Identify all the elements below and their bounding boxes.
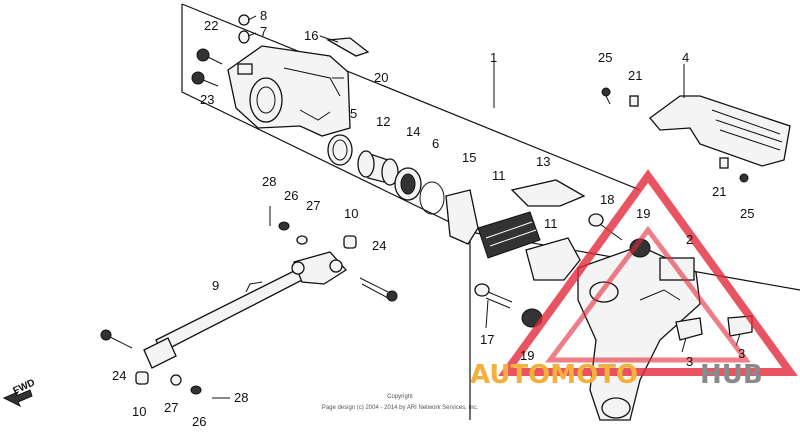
pad-spring-right <box>727 315 753 337</box>
callout-26: 26 <box>192 414 206 429</box>
piston-seal <box>327 134 353 166</box>
callout-3: 3 <box>738 346 745 361</box>
callout-11: 11 <box>544 216 558 231</box>
pad-retainer <box>510 179 586 207</box>
callout-12: 12 <box>376 114 390 129</box>
fasteners <box>170 206 308 399</box>
callout-3: 3 <box>686 354 693 369</box>
rod-bolts <box>100 277 398 349</box>
callout-9: 9 <box>212 278 219 293</box>
callout-25: 25 <box>740 206 754 221</box>
callout-10: 10 <box>132 404 146 419</box>
watermark-logo: AUTOMOTO HUB <box>470 169 798 390</box>
callout-1: 1 <box>490 50 497 65</box>
copyright-line-2: Page design (c) 2004 - 2014 by ARI Netwo… <box>322 405 479 411</box>
callout-17: 17 <box>480 332 494 347</box>
callout-7: 7 <box>260 24 267 39</box>
guard-bolts <box>601 87 749 183</box>
pin-bolt-17 <box>474 283 513 309</box>
callout-20: 20 <box>374 70 388 85</box>
callout-2: 2 <box>686 232 693 247</box>
callout-27: 27 <box>306 198 320 213</box>
callout-16: 16 <box>304 28 318 43</box>
callout-21: 21 <box>628 68 642 83</box>
frame-outline-top <box>181 3 641 191</box>
callout-19: 19 <box>520 348 534 363</box>
callout-21: 21 <box>712 184 726 199</box>
callout-18: 18 <box>600 192 614 207</box>
frame-outline-main <box>181 4 471 420</box>
watermark-text-part1: AUTOMOTO <box>470 360 638 390</box>
callout-13: 13 <box>536 154 550 169</box>
leader-lines <box>247 15 741 353</box>
caliper-guard <box>649 95 791 167</box>
bleed-screw <box>238 30 250 44</box>
callout-24: 24 <box>112 368 126 383</box>
callout-26: 26 <box>284 188 298 203</box>
callout-25: 25 <box>598 50 612 65</box>
callout-27: 27 <box>164 400 178 415</box>
callout-5: 5 <box>350 106 357 121</box>
callout-10: 10 <box>344 206 358 221</box>
torque-rod <box>143 251 347 369</box>
callout-28: 28 <box>234 390 248 405</box>
callout-19: 19 <box>636 206 650 221</box>
callout-6: 6 <box>432 136 439 151</box>
collar-upper <box>343 235 357 249</box>
watermark-text-part2: HUB <box>700 360 763 390</box>
callout-24: 24 <box>372 238 386 253</box>
o-ring <box>419 181 445 215</box>
copyright-line-1: Copyright <box>387 394 413 400</box>
bleed-cap <box>238 14 250 26</box>
callout-28: 28 <box>262 174 276 189</box>
pad-spring-left <box>675 317 703 341</box>
callout-15: 15 <box>462 150 476 165</box>
pad-shim <box>445 189 479 245</box>
brake-pad-upper <box>477 211 541 259</box>
caliper-bracket <box>577 245 701 421</box>
pin-bolt-18 <box>588 213 623 241</box>
caliper-bolts <box>191 48 223 87</box>
callout-8: 8 <box>260 8 267 23</box>
callout-14: 14 <box>406 124 420 139</box>
brake-pad-lower <box>525 237 581 281</box>
callout-4: 4 <box>682 50 689 65</box>
forward-arrow: FWD <box>2 377 37 408</box>
pad-spring <box>325 37 370 57</box>
collar-lower <box>135 371 149 385</box>
callout-23: 23 <box>200 92 214 107</box>
callout-22: 22 <box>204 18 218 33</box>
callout-11: 11 <box>492 168 506 183</box>
piston <box>357 150 399 186</box>
caliper-body <box>227 45 351 137</box>
